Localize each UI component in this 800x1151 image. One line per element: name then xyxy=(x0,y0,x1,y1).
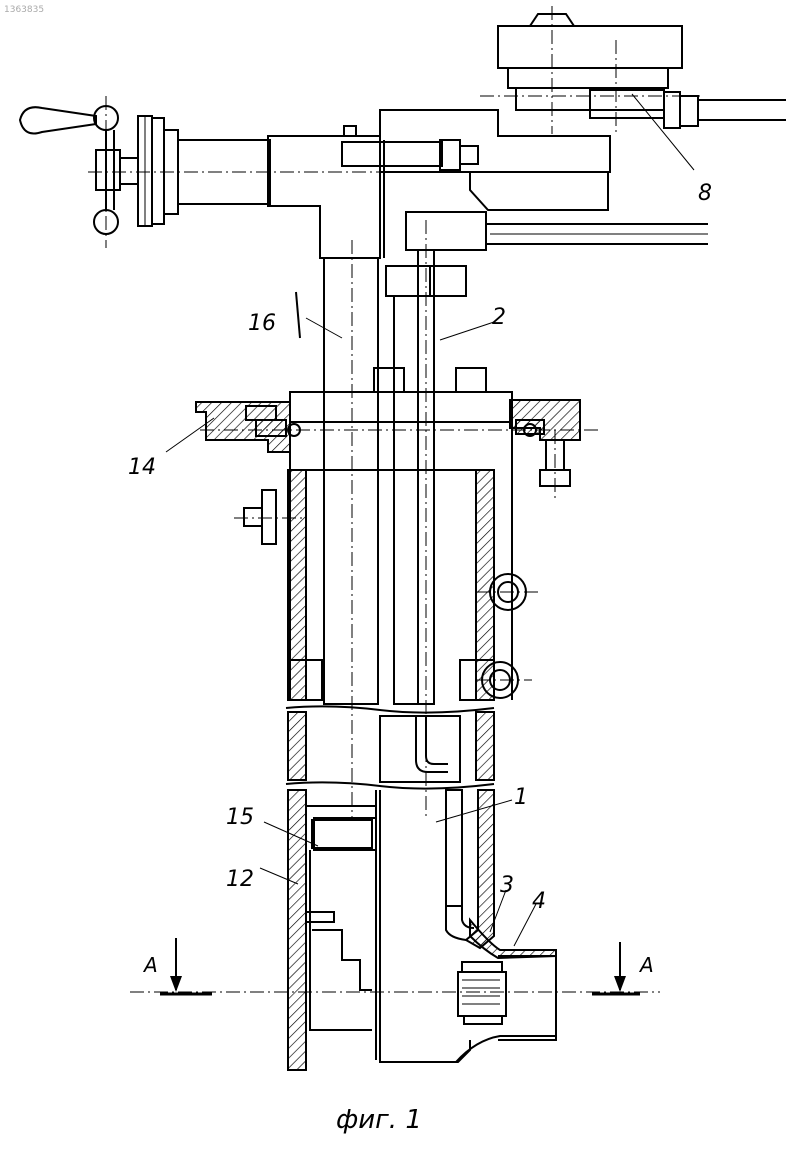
callout-1: 1 xyxy=(514,785,528,810)
callout-14: 14 xyxy=(128,455,156,480)
callouts: 8 16 2 14 1 15 12 3 4 xyxy=(128,181,712,914)
section-label-right: А xyxy=(638,953,654,977)
flange-housing xyxy=(196,368,600,700)
handle-assembly xyxy=(20,96,380,248)
section-label-left: А xyxy=(142,953,158,977)
callout-12: 12 xyxy=(226,867,254,892)
section-line-aa: А А xyxy=(130,938,660,994)
turret-assembly xyxy=(480,6,786,134)
callout-4: 4 xyxy=(532,889,546,914)
callout-3: 3 xyxy=(500,873,514,898)
callout-8: 8 xyxy=(698,181,712,206)
upper-tube xyxy=(288,470,540,700)
callout-15: 15 xyxy=(226,805,254,830)
callout-2: 2 xyxy=(492,305,506,330)
document-number: 1363835 xyxy=(4,5,44,15)
figure-caption: фиг. 1 xyxy=(336,1105,422,1135)
head-block xyxy=(268,110,708,258)
callout-16: 16 xyxy=(248,311,276,336)
